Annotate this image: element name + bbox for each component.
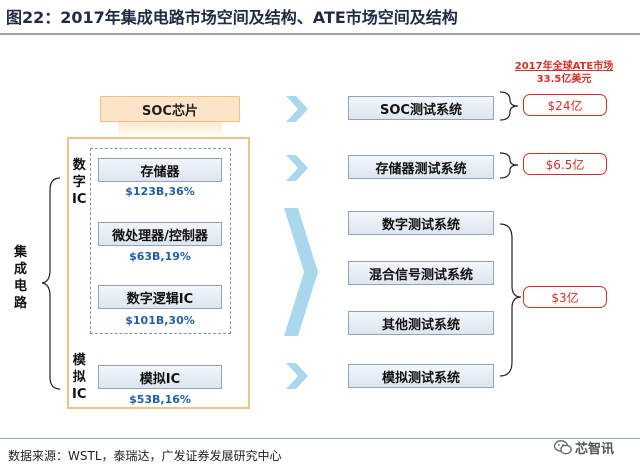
arrow-soc-icon [286, 96, 308, 122]
digital-test-system-box: 数字测试系统 [348, 211, 494, 235]
title-divider [0, 33, 640, 35]
memory-box: 存储器 [98, 158, 222, 182]
source-divider [0, 438, 640, 439]
microprocessor-box: 微处理器/控制器 [98, 222, 222, 246]
digital-logic-box: 数字逻辑IC [98, 285, 222, 309]
other-test-system-box: 其他测试系统 [348, 311, 494, 335]
bracket-memory [499, 152, 519, 179]
analog-ic-box: 模拟IC [98, 365, 222, 389]
analog-ic-value: $53B,16% [129, 393, 191, 406]
bracket-soc [499, 91, 519, 121]
arrow-memory-icon [286, 155, 308, 181]
digital-ic-dashed-frame [90, 148, 231, 334]
integrated-circuit-label: 集 成 电 路 [14, 245, 28, 311]
soc-chip-box: SOC芯片 [100, 96, 240, 122]
mixed-signal-test-system-box: 混合信号测试系统 [348, 261, 494, 285]
soc-test-system-box: SOC测试系统 [348, 96, 494, 120]
ate-market-note: 2017年全球ATE市场 33.5亿美元 [505, 60, 623, 86]
watermark-text: 芯智讯 [575, 442, 615, 457]
microprocessor-value: $63B,19% [129, 250, 191, 263]
arrow-digital-icon [284, 208, 318, 336]
bracket-others [499, 223, 522, 377]
ate-market-note-line1: 2017年全球ATE市场 [514, 61, 614, 72]
soc-glow-decoration [118, 122, 222, 138]
digital-logic-value: $101B,30% [125, 314, 195, 327]
analog-test-system-box: 模拟测试系统 [348, 364, 494, 388]
data-source: 数据来源：WSTL，泰瑞达，广发证券发展研究中心 [8, 449, 282, 463]
figure-title: 图22：2017年集成电路市场空间及结构、ATE市场空间及结构 [6, 8, 458, 27]
soc-ate-price: $24亿 [523, 94, 607, 116]
watermark: 芯智讯 [554, 438, 614, 457]
arrow-analog-icon [286, 363, 308, 389]
memory-test-system-box: 存储器测试系统 [348, 155, 494, 179]
memory-ate-price: $6.5亿 [523, 153, 607, 175]
wechat-icon [554, 440, 572, 455]
ate-market-note-line2: 33.5亿美元 [536, 74, 592, 85]
ic-brace [41, 177, 61, 390]
memory-value: $123B,36% [125, 185, 195, 198]
digital-ic-label: 数 字 IC [72, 158, 87, 207]
analog-ic-label: 模 拟 IC [72, 353, 87, 402]
ic-outer-frame [67, 137, 250, 409]
others-ate-price: $3亿 [523, 286, 607, 308]
